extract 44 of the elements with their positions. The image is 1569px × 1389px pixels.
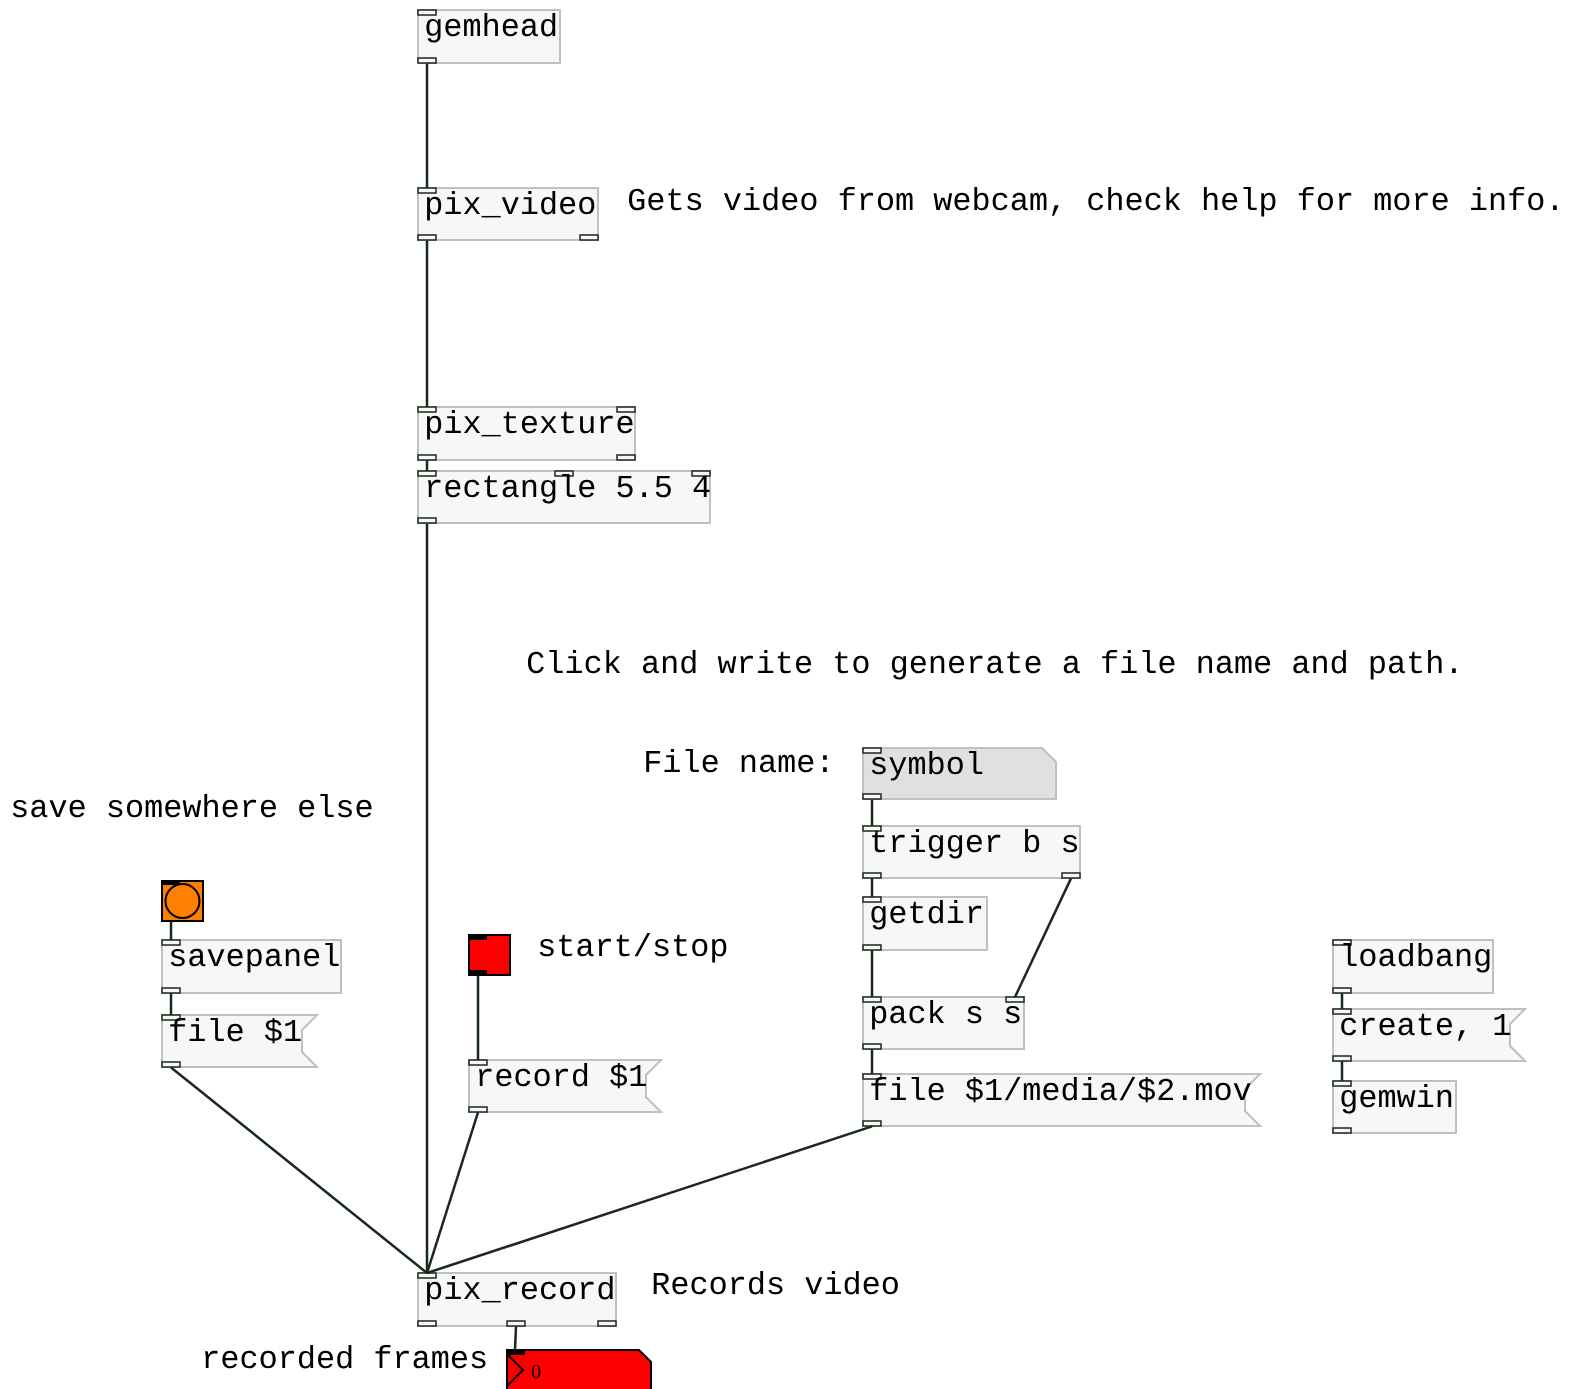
connection — [513, 1326, 518, 1351]
connection — [870, 878, 874, 897]
comment: start/stop — [539, 932, 727, 963]
connection — [870, 950, 874, 997]
connection — [425, 460, 429, 471]
object-box: gemwin — [1332, 1080, 1457, 1134]
connection — [1013, 877, 1073, 998]
connection — [425, 63, 429, 188]
object-box: rectangle 5.5 4 — [417, 470, 711, 524]
message-box: file $1/media/$2.mov — [862, 1073, 1263, 1127]
object-box: getdir — [862, 896, 988, 951]
connection — [425, 1112, 480, 1274]
comment: Gets video from webcam, check help for more info. — [629, 186, 1557, 217]
connection — [476, 975, 480, 1060]
connection — [170, 1066, 428, 1274]
object-box: pack s s — [862, 996, 1025, 1050]
object-box: gemhead — [417, 9, 561, 64]
connection — [1340, 993, 1344, 1009]
comment: File name: — [646, 748, 827, 773]
comment: Click and write to generate a file name and path. — [527, 649, 1456, 680]
comment: save somewhere else — [12, 793, 372, 818]
object-box: pix_texture — [417, 406, 636, 461]
message-box: file $1 — [161, 1014, 320, 1068]
number-box: 0 — [506, 1349, 652, 1389]
symbol-box: symbol — [862, 747, 1057, 800]
connection — [169, 993, 173, 1015]
comment: Records video — [653, 1270, 898, 1295]
bang-button — [161, 880, 204, 922]
connection — [870, 1049, 874, 1074]
object-box: trigger b s — [862, 825, 1081, 879]
toggle-button — [468, 934, 511, 976]
connection — [425, 240, 429, 407]
comment: recorded frames — [204, 1344, 486, 1369]
connection — [425, 523, 429, 1273]
object-box: pix_video — [417, 187, 599, 241]
message-box: create, 1 — [1332, 1008, 1528, 1062]
connection — [870, 799, 874, 826]
connection — [1340, 1061, 1344, 1081]
object-box: pix_record — [417, 1272, 617, 1327]
connection — [426, 1125, 873, 1275]
object-box: savepanel — [161, 939, 342, 994]
connection — [169, 921, 173, 940]
object-box: loadbang — [1332, 939, 1494, 994]
message-box: record $1 — [468, 1059, 664, 1113]
